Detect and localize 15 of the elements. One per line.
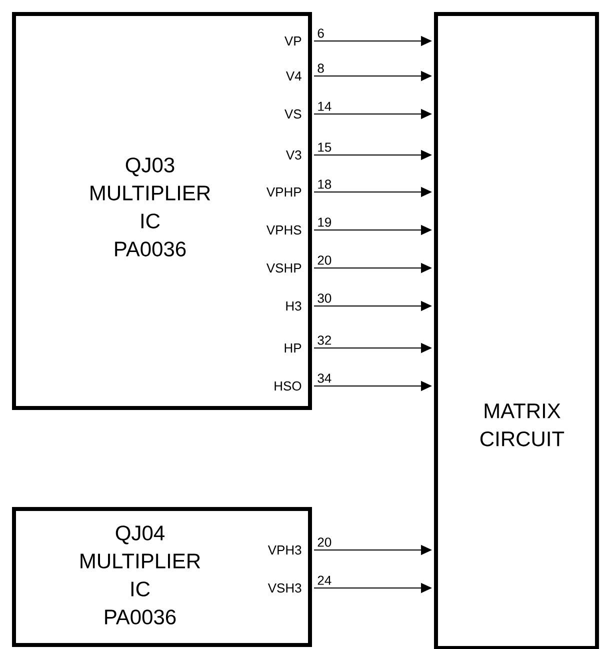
pin-number: 14 <box>318 102 332 111</box>
pin-number: 20 <box>318 538 332 547</box>
pin-number: 8 <box>318 64 324 73</box>
pin-number: 20 <box>318 256 332 265</box>
pin-number: 15 <box>318 142 332 152</box>
ic-box: QJ03 MULTIPLIER IC PA0036 VP V4 VS V3 VPHP VPHS VSHP H3 HP HSO <box>12 12 312 410</box>
pin-number: 34 <box>318 374 332 383</box>
pin-number: 24 <box>318 576 332 585</box>
pin-number: 18 <box>318 180 332 189</box>
ic-box: MATRIX CIRCUIT <box>434 12 599 649</box>
pin-number: 19 <box>318 218 332 227</box>
ic-box: QJ04 MULTIPLIER IC PA0036 VPH3 VSH3 <box>12 507 312 647</box>
pin-number: 6 <box>318 28 324 38</box>
pin-number: 30 <box>318 294 332 303</box>
pin-number: 32 <box>318 336 331 345</box>
